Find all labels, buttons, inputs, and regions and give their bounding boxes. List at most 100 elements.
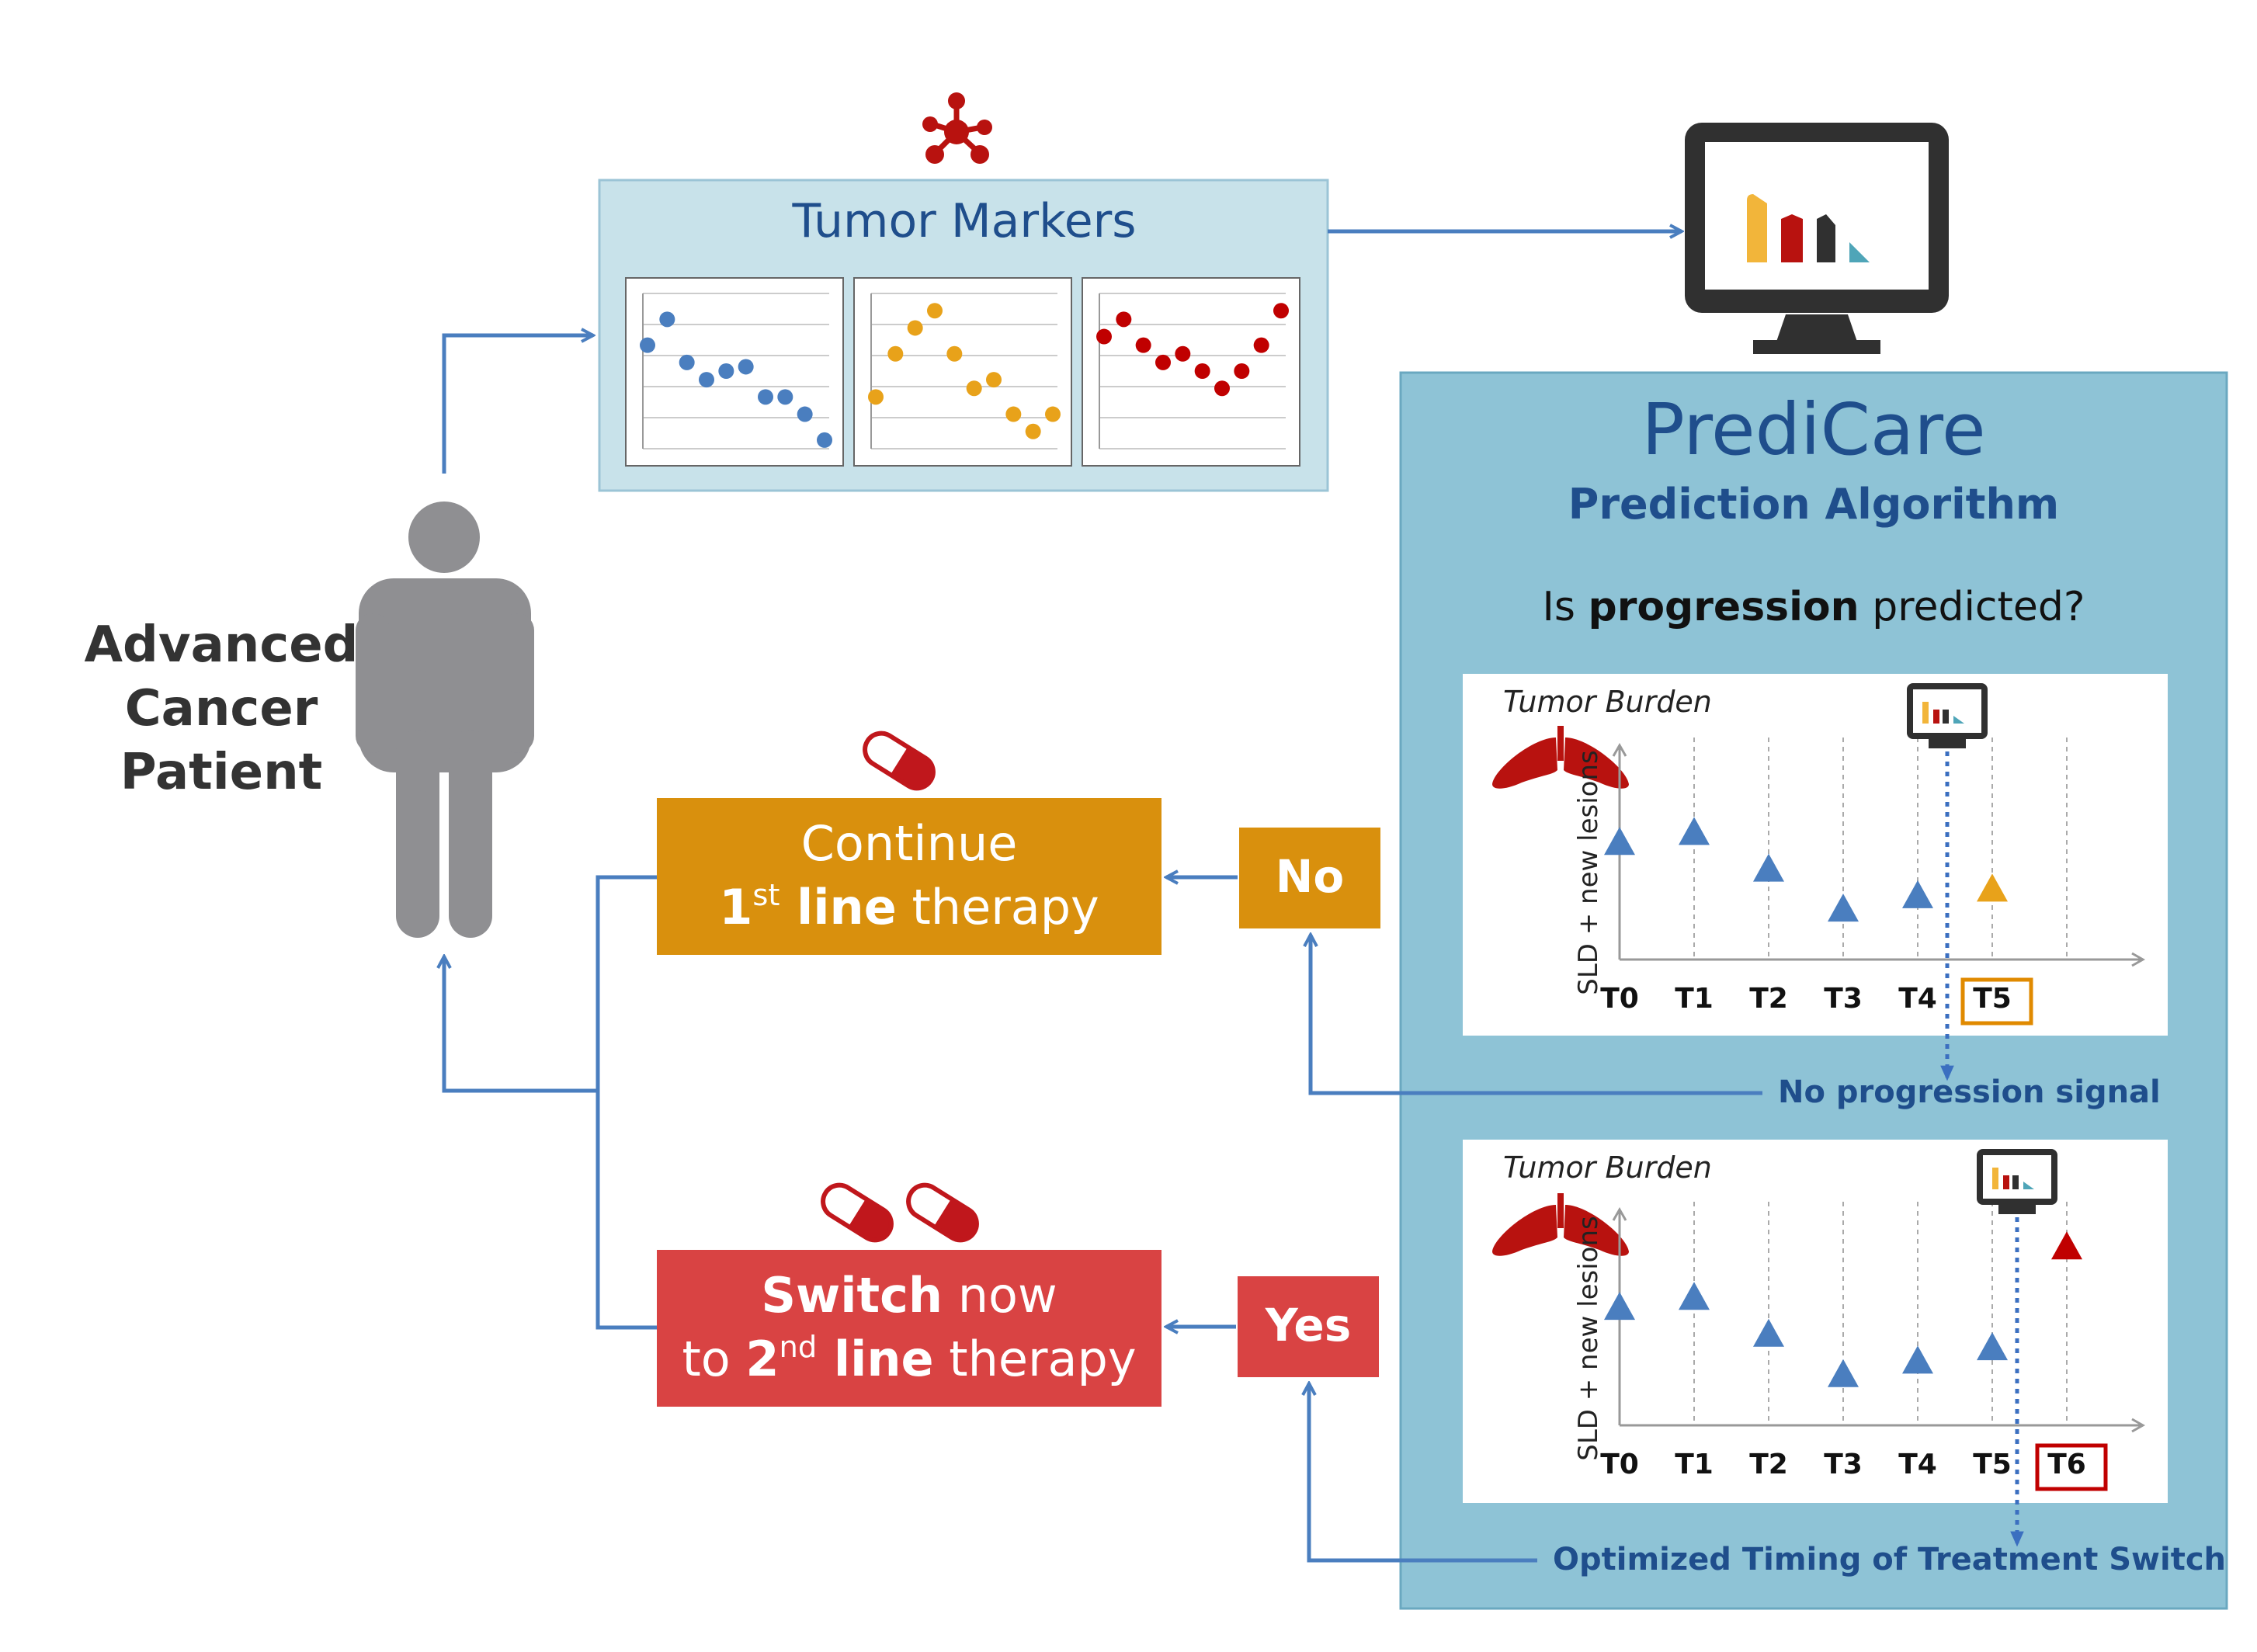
tumor-burden-point [1753, 853, 1784, 882]
small-monitor-icon [1907, 683, 1988, 748]
tick-label-t1: T1 [1675, 983, 1714, 1015]
patient-label-line-1: Advanced [84, 616, 359, 674]
tick-label-t0: T0 [1600, 1449, 1639, 1480]
chart-title-1: Tumor Burden [1503, 685, 1712, 719]
tick-label-t1: T1 [1675, 1449, 1714, 1480]
predicare-title: PrediCare [1641, 388, 1986, 471]
tumor-burden-point [1828, 894, 1859, 922]
computer-monitor-icon [1685, 123, 1949, 354]
lung-icon [1492, 726, 1629, 789]
continue-line-2: 1st line therapy [657, 876, 1161, 939]
marker-point [946, 345, 963, 362]
tick-label-t2: T2 [1749, 983, 1788, 1015]
continue-line-word: line [780, 879, 897, 935]
pill-icon [906, 1182, 979, 1243]
chart-title-2: Tumor Burden [1503, 1150, 1712, 1185]
marker-point [738, 359, 754, 375]
y-axis-arrowhead [1612, 1206, 1627, 1221]
marker-plot-frame-1 [625, 277, 844, 467]
tick-label-t0: T0 [1600, 983, 1639, 1015]
no-box [1239, 828, 1380, 928]
marker-point [966, 380, 982, 397]
tick-label-t4: T4 [1898, 1449, 1937, 1480]
no-progression-signal-label: No progression signal [1778, 1074, 2161, 1110]
tumor-burden-point [1902, 880, 1933, 908]
continue-therapy-box [657, 798, 1161, 955]
no-label: No [1275, 850, 1345, 903]
tick-label-t2: T2 [1749, 1449, 1788, 1480]
marker-point [640, 337, 655, 353]
switch-therapy-box [657, 1250, 1161, 1407]
molecule-icon [922, 92, 992, 164]
small-monitor-icon [1977, 1149, 2057, 1214]
predicare-subtitle: Prediction Algorithm [1568, 480, 2060, 529]
signal-to-yes-arrow [1309, 1383, 1537, 1563]
marker-plot-frame-3 [1082, 277, 1300, 467]
marker-point [659, 311, 675, 328]
tumor-burden-point [1753, 1318, 1784, 1347]
tick-label-t6: T6 [2047, 1449, 2086, 1480]
marker-point [887, 345, 904, 362]
marker-point [679, 354, 695, 370]
patient-to-markers-arrow [442, 335, 593, 474]
progression-question: Is progression predicted? [1401, 584, 2227, 630]
marker-point [868, 389, 884, 405]
tumor-burden-point [2051, 1231, 2082, 1260]
marker-point [986, 372, 1002, 388]
tumor-markers-title: Tumor Markers [792, 194, 1137, 248]
tumor-marker-plots [640, 293, 1289, 449]
marker-point [927, 303, 943, 319]
optimized-timing-signal-label: Optimized Timing of Treatment Switch [1553, 1542, 2227, 1577]
continue-feedback-line [596, 875, 657, 1330]
marker-point [758, 389, 773, 405]
tick-label-t3: T3 [1824, 1449, 1863, 1480]
therapy-to-patient-arrow [444, 956, 598, 1093]
marker-point [1025, 423, 1041, 439]
pill-icon [821, 1182, 894, 1243]
continue-ordinal: 1 [719, 879, 753, 935]
chart-ylabel-2: SLD + new lesions [1573, 1216, 1604, 1461]
question-suffix: predicted? [1859, 584, 2085, 630]
switch-to-word: to [682, 1331, 746, 1387]
marker-point [1116, 311, 1132, 328]
switch-now-word: now [943, 1267, 1057, 1324]
question-bold: progression [1588, 584, 1859, 630]
patient-label-line-3: Patient [120, 744, 323, 801]
yes-box [1238, 1276, 1379, 1377]
marker-point [718, 363, 734, 379]
tumor-burden-charts [1604, 738, 2146, 1433]
tumor-burden-point [1977, 873, 2008, 902]
switch-therapy-word: therapy [933, 1331, 1137, 1387]
highlight-box-t6 [2035, 1443, 2108, 1491]
marker-point [1045, 406, 1061, 422]
marker-point [797, 406, 813, 422]
marker-point [1175, 345, 1191, 362]
switch-therapy-text: Switch now to 2nd line therapy [657, 1264, 1161, 1391]
marker-point [777, 389, 793, 405]
marker-point [907, 320, 923, 336]
tumor-burden-point [1604, 1292, 1635, 1321]
marker-plot-frame-2 [853, 277, 1072, 467]
tumor-burden-point [1977, 1332, 2008, 1361]
continue-ordinal-suffix: st [752, 878, 780, 914]
lung-icon [1492, 1193, 1629, 1256]
tumor-burden-point [1604, 827, 1635, 856]
question-prefix: Is [1542, 584, 1589, 630]
continue-line-1: Continue [800, 815, 1018, 872]
marker-point [1135, 337, 1151, 353]
continue-therapy-text: Continue 1st line therapy [657, 812, 1161, 939]
switch-word: Switch [761, 1267, 943, 1324]
y-axis-arrowhead [1612, 742, 1627, 757]
tick-label-t3: T3 [1824, 983, 1863, 1015]
highlight-box-t5 [1960, 977, 2033, 1026]
pill-icon [863, 731, 936, 791]
switch-ordinal-suffix: nd [779, 1330, 818, 1366]
patient-label: Advanced Cancer Patient [66, 613, 377, 804]
x-axis-arrowhead [2131, 1418, 2146, 1433]
marker-point [699, 372, 714, 388]
marker-point [1253, 337, 1269, 353]
switch-ordinal: 2 [745, 1331, 780, 1387]
tick-label-t5: T5 [1973, 983, 2012, 1015]
continue-therapy-word: therapy [896, 879, 1099, 935]
